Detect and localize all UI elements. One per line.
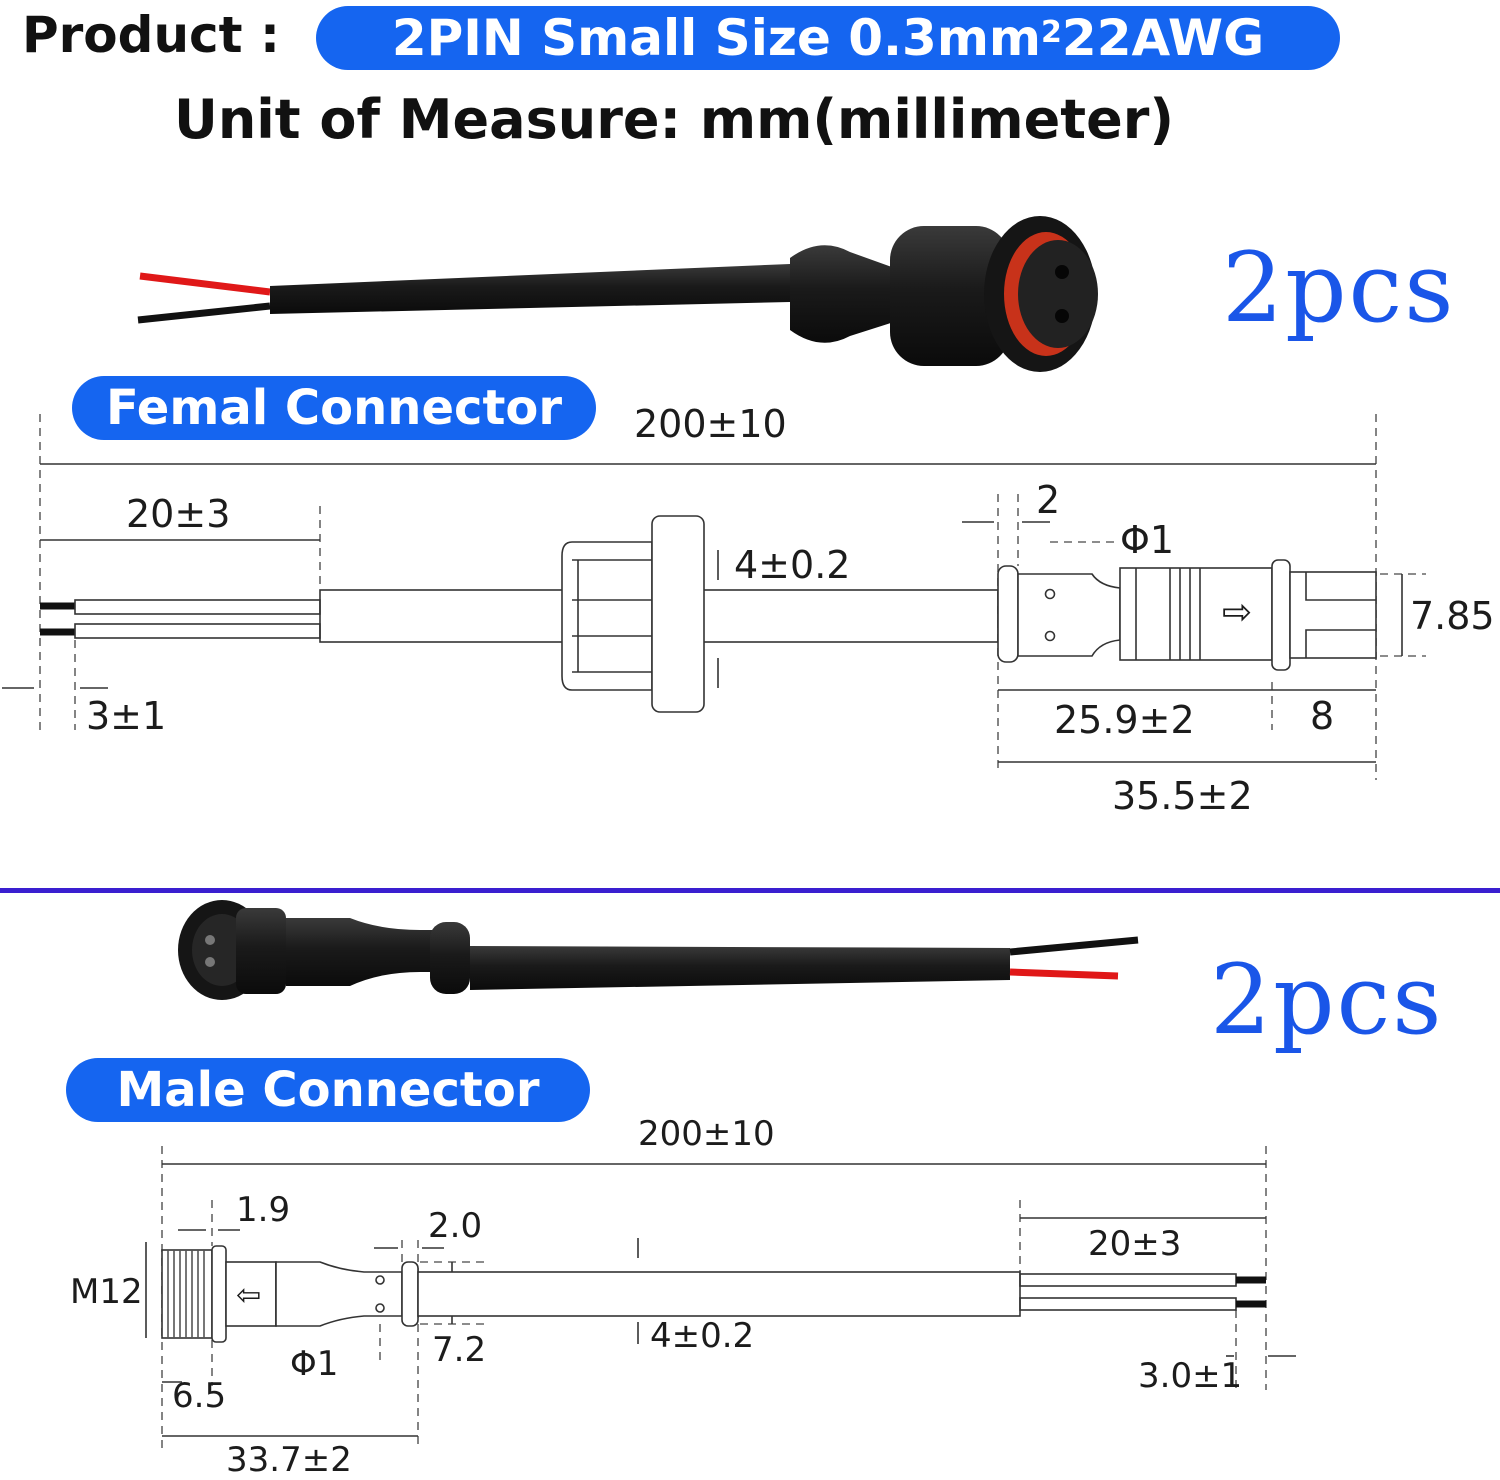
female-strip-length: 20±3 (126, 492, 231, 536)
male-connector-title: Male Connector (66, 1058, 590, 1122)
male-total-length: 200±10 (638, 1114, 775, 1154)
female-tip-length: 8 (1310, 694, 1335, 738)
male-thread-length: 6.5 (172, 1376, 227, 1416)
female-body-diameter: 7.85 (1410, 594, 1495, 638)
female-quantity: 2pcs (1222, 232, 1456, 344)
male-head-gap: 2.0 (428, 1206, 483, 1246)
product-value: 2PIN Small Size 0.3mm (391, 9, 1042, 67)
section-divider (0, 888, 1500, 893)
male-tinned-end: 3.0±1 (1138, 1356, 1243, 1396)
male-photo-wires (470, 936, 1139, 990)
female-direction-arrow-icon: ⇨ (1222, 592, 1253, 633)
female-photo-wires (137, 264, 790, 324)
male-photo-connector-body (178, 900, 470, 1000)
male-thread-gap: 1.9 (236, 1190, 291, 1230)
male-direction-arrow-icon: ⇦ (236, 1278, 262, 1313)
female-pin-diameter: Φ1 (1120, 518, 1175, 562)
product-label: Product : (22, 6, 280, 64)
female-body-length: 25.9±2 (1054, 698, 1195, 742)
male-strip-length: 20±3 (1088, 1224, 1182, 1264)
male-head-total: 33.7±2 (226, 1440, 352, 1480)
female-total-length: 200±10 (634, 402, 787, 446)
female-drawing (2, 414, 1426, 780)
male-quantity: 2pcs (1210, 944, 1444, 1056)
unit-of-measure: Unit of Measure: mm(millimeter) (174, 88, 1175, 151)
female-cable-diameter: 4±0.2 (734, 543, 851, 587)
product-superscript: 2 (1041, 14, 1062, 50)
female-head-gap: 2 (1036, 478, 1061, 522)
male-body-diameter: 7.2 (432, 1330, 487, 1370)
female-head-total: 35.5±2 (1112, 774, 1253, 818)
male-pin-diameter: Φ1 (290, 1344, 339, 1384)
female-photo-connector-body (790, 216, 1098, 372)
female-tinned-end: 3±1 (86, 694, 167, 738)
male-thread-size: M12 (70, 1272, 143, 1312)
product-awg: 22AWG (1061, 9, 1265, 67)
female-connector-title: Femal Connector (72, 376, 596, 440)
male-drawing (145, 1146, 1296, 1450)
male-cable-diameter: 4±0.2 (650, 1316, 755, 1356)
